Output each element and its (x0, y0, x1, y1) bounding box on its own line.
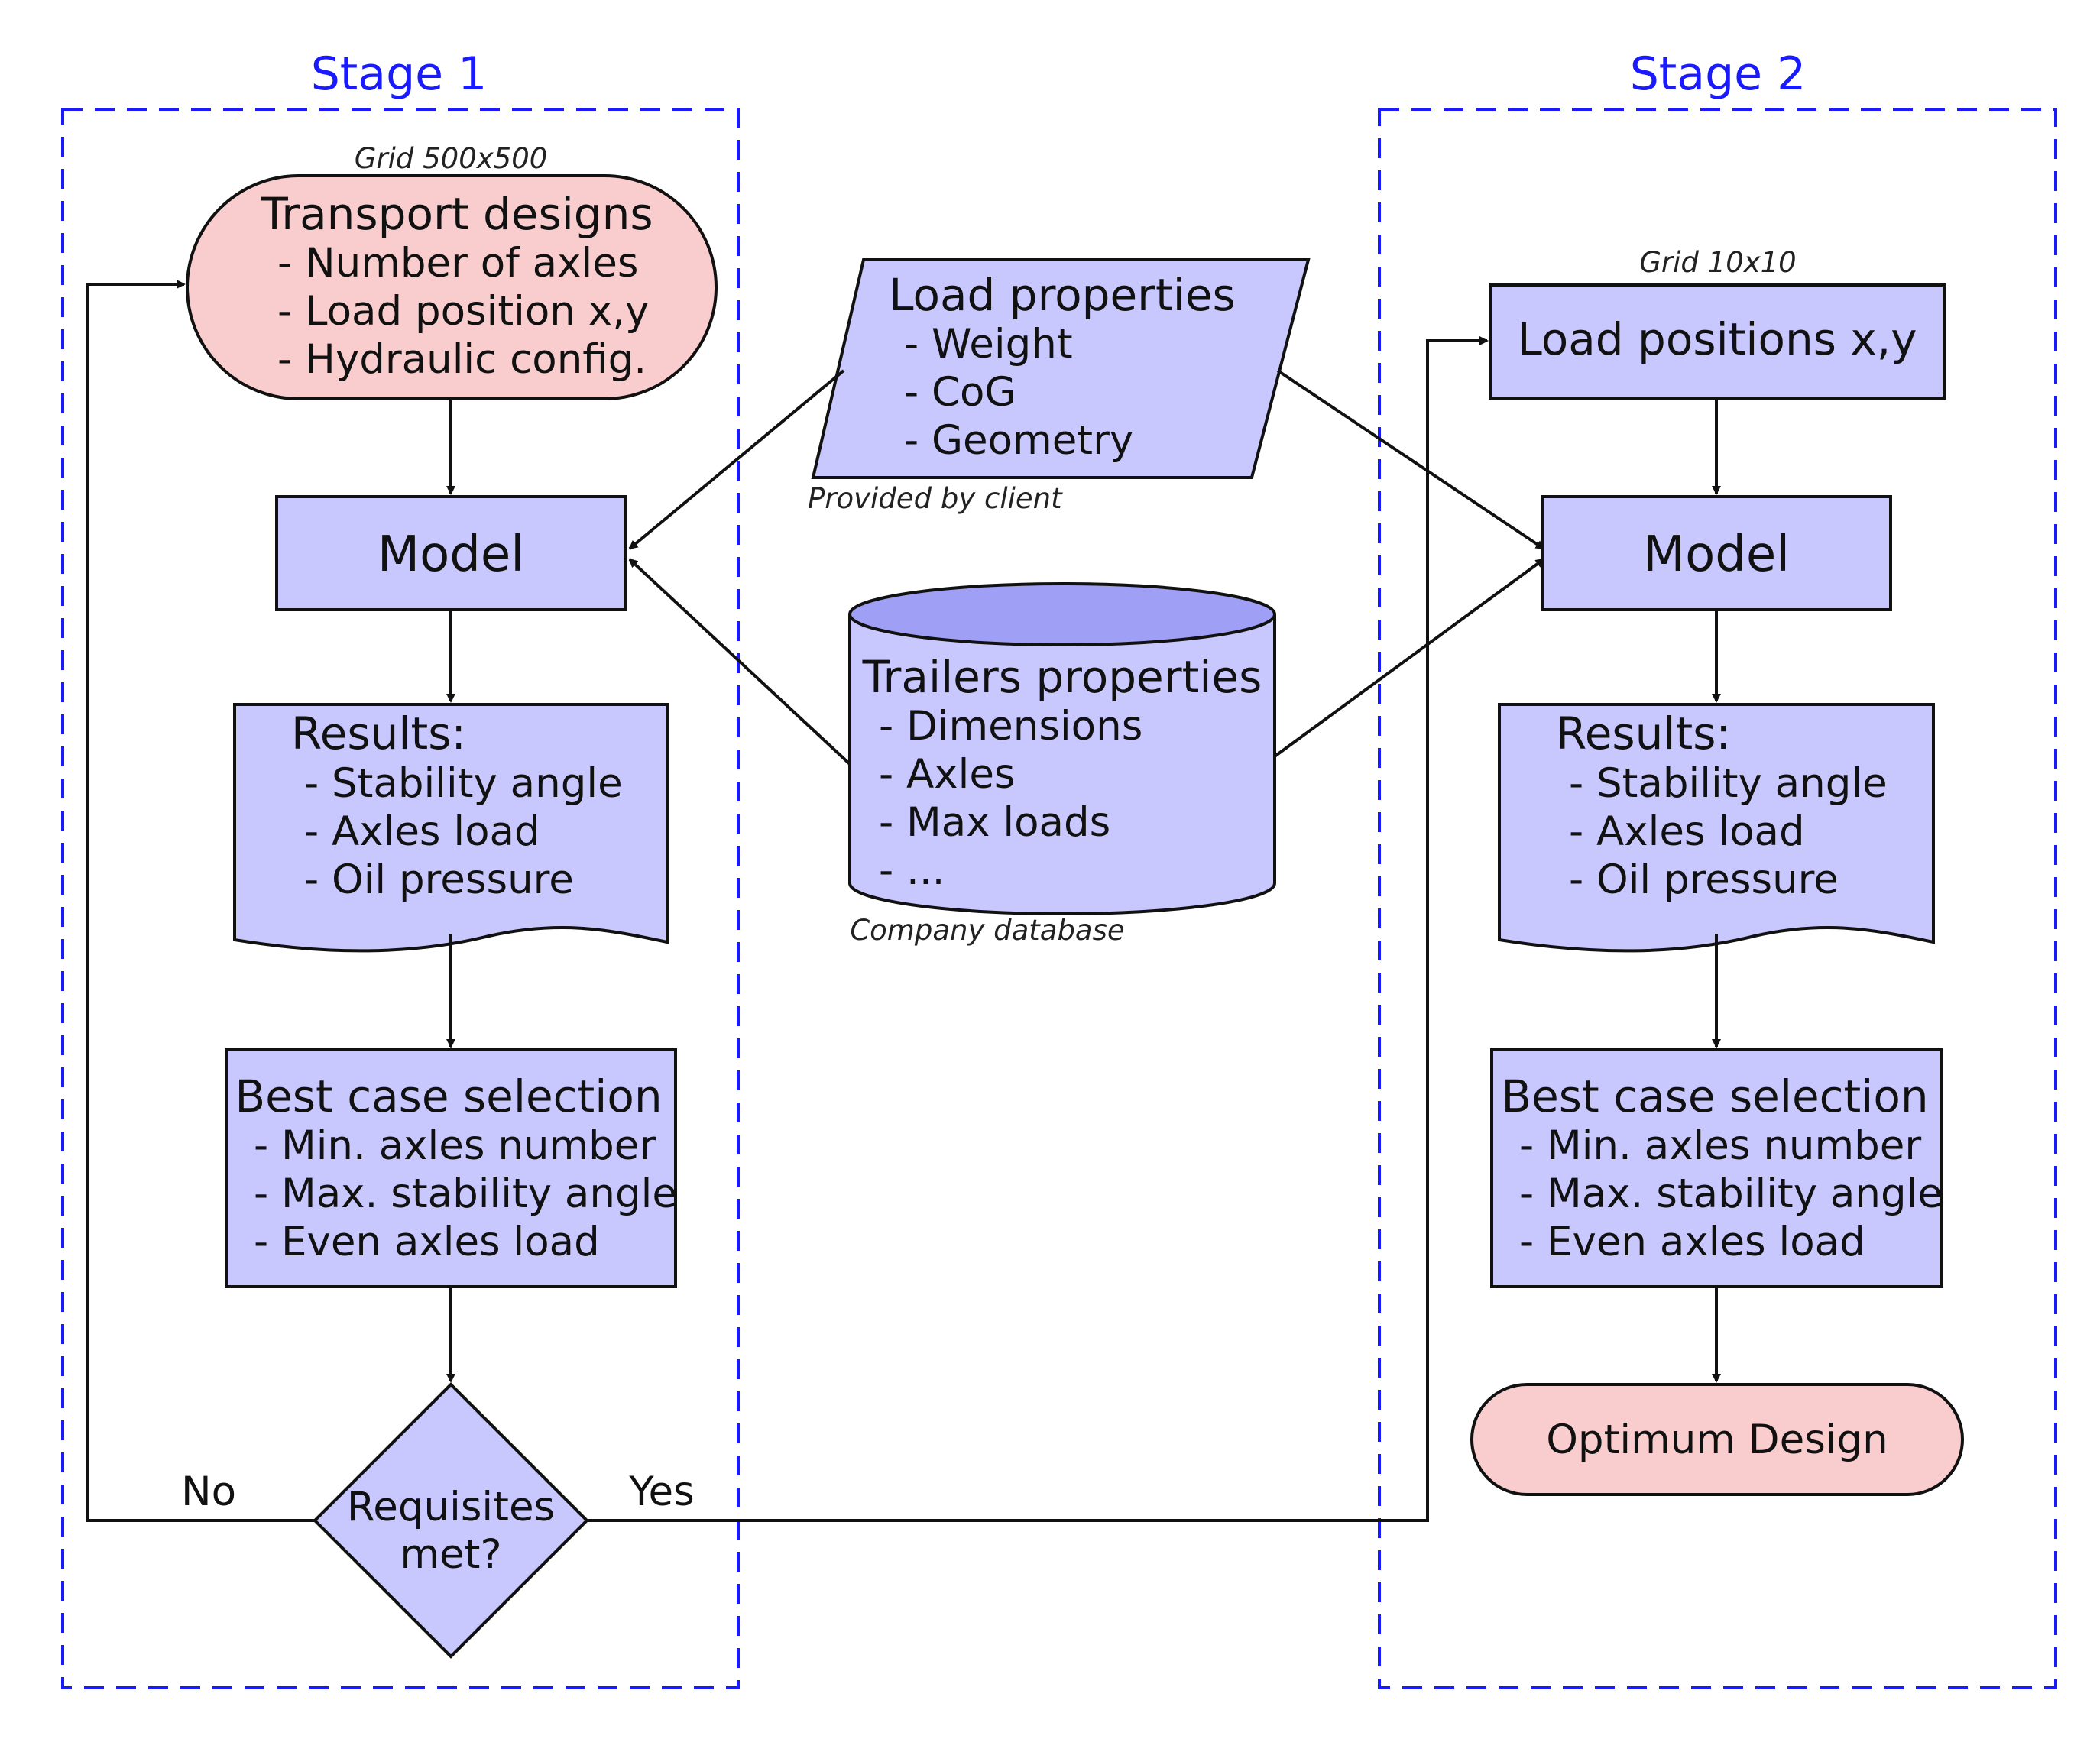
results-stage2-item: - Stability angle (1569, 760, 1888, 807)
model-stage1-label: Model (378, 526, 524, 583)
results-stage2-title: Results: (1556, 708, 1731, 759)
best-case-stage2-item: - Max. stability angle (1519, 1171, 1943, 1217)
transport-designs-node: Transport designs - Number of axles - Lo… (186, 174, 718, 400)
decision-yes-label: Yes (628, 1469, 695, 1515)
best-case-stage1-title: Best case selection (235, 1070, 662, 1122)
optimum-design-node: Optimum Design (1470, 1383, 1964, 1496)
decision-no-label: No (181, 1469, 236, 1515)
best-case-stage1-item: - Max. stability angle (254, 1171, 677, 1217)
trailers-properties-item: - Max loads (879, 799, 1110, 846)
grid-stage2-caption: Grid 10x10 (1639, 246, 1796, 279)
results-stage1-item: - Axles load (304, 808, 540, 855)
trailers-properties-title: Trailers properties (862, 651, 1262, 703)
results-stage2-item: - Oil pressure (1569, 857, 1839, 903)
transport-designs-item: - Number of axles (277, 240, 638, 287)
results-stage1-node: Results: - Stability angle - Axles load … (233, 703, 669, 953)
transport-designs-item: - Load position x,y (277, 288, 649, 335)
model-stage1-node: Model (275, 495, 627, 611)
best-case-stage2-item: - Even axles load (1519, 1219, 1865, 1265)
arrow-yes-to-stage2 (587, 336, 1489, 1522)
decision-line: Requisites (347, 1484, 555, 1530)
results-stage2-node: Results: - Stability angle - Axles load … (1498, 703, 1935, 953)
stage1-title: Stage 1 (311, 47, 488, 101)
trailers-properties-item: - Dimensions (879, 703, 1142, 750)
stage1-container: Stage 1 (61, 47, 740, 1689)
load-properties-node: Load properties - Weight - CoG - Geometr… (811, 258, 1311, 479)
trailers-properties-item: - ... (879, 847, 945, 894)
trailers-properties-node: Trailers properties - Dimensions - Axles… (848, 582, 1276, 915)
stage2-title: Stage 2 (1630, 47, 1807, 101)
results-stage1-item: - Oil pressure (304, 857, 574, 903)
optimum-design-label: Optimum Design (1546, 1417, 1888, 1463)
arrow-load-to-model2 (1276, 369, 1545, 550)
arrow-load-to-model1 (628, 369, 845, 550)
grid-stage1-caption: Grid 500x500 (355, 142, 548, 175)
company-database-caption: Company database (850, 914, 1124, 947)
results-stage2-item: - Axles load (1569, 808, 1805, 855)
arrow-trailers-to-model1 (628, 558, 851, 766)
results-stage1-title: Results: (291, 708, 466, 759)
transport-designs-title: Transport designs (260, 188, 653, 240)
best-case-stage1-item: - Even axles load (254, 1219, 600, 1265)
arrow-trailers-to-model2 (1273, 558, 1545, 758)
transport-designs-item: - Hydraulic config. (277, 336, 647, 383)
best-case-stage2-item: - Min. axles number (1519, 1122, 1921, 1169)
decision-line: met? (400, 1531, 501, 1578)
model-stage2-label: Model (1643, 526, 1790, 583)
database-top (848, 582, 1276, 646)
best-case-stage1-node: Best case selection - Min. axles number … (225, 1048, 677, 1288)
best-case-stage2-title: Best case selection (1501, 1070, 1928, 1122)
best-case-stage2-node: Best case selection - Min. axles number … (1490, 1048, 1943, 1288)
results-stage1-item: - Stability angle (304, 760, 623, 807)
best-case-stage1-item: - Min. axles number (254, 1122, 656, 1169)
load-properties-title: Load properties (889, 269, 1236, 321)
load-properties-item: - Geometry (904, 417, 1133, 464)
load-properties-item: - Weight (904, 321, 1073, 368)
trailers-properties-item: - Axles (879, 751, 1016, 798)
provided-by-client-caption: Provided by client (808, 482, 1063, 515)
load-positions-node: Load positions x,y (1489, 283, 1946, 400)
stage2-container: Stage 2 (1378, 47, 2057, 1689)
load-positions-label: Load positions x,y (1517, 313, 1917, 365)
model-stage2-node: Model (1541, 495, 1892, 611)
arrow-no-loop (86, 280, 315, 1522)
load-properties-item: - CoG (904, 369, 1016, 416)
requisites-decision-node: Requisites met? (313, 1382, 589, 1659)
